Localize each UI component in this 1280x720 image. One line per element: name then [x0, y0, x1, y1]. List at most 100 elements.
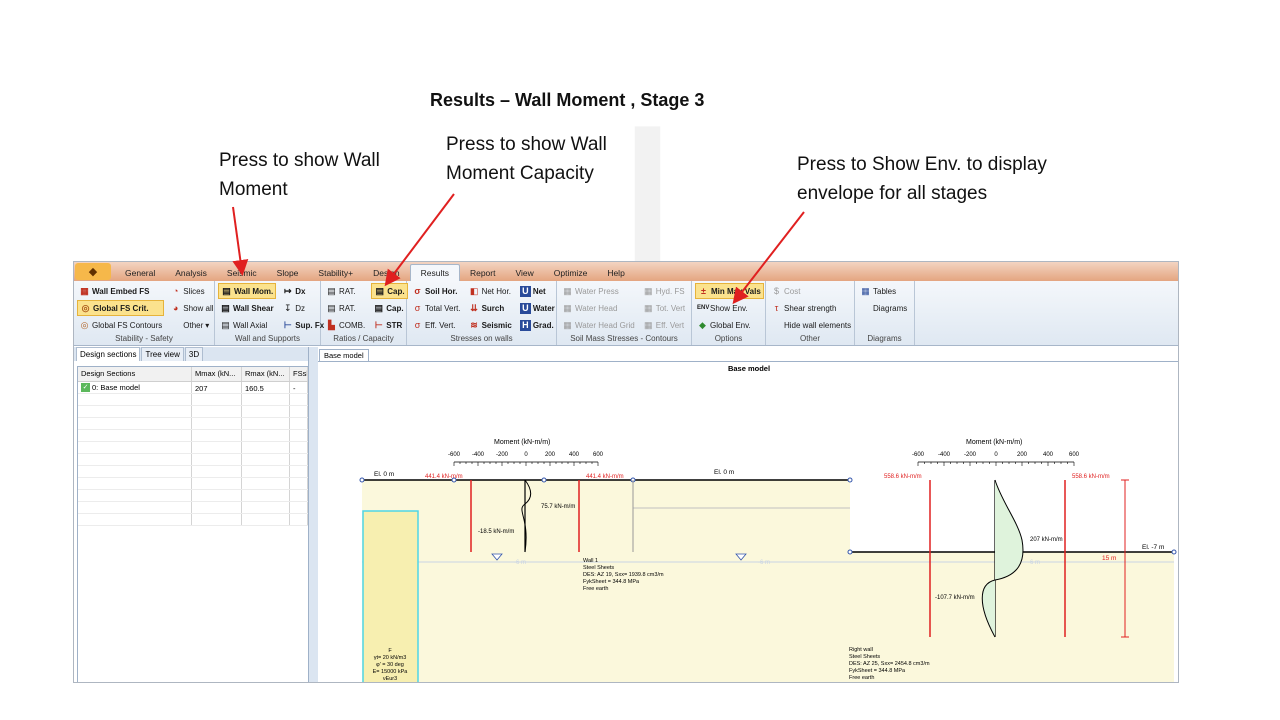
- col-design-sections[interactable]: Design Sections: [78, 367, 192, 381]
- tables-button[interactable]: ▦Tables: [861, 285, 897, 296]
- diagrams-button[interactable]: Diagrams: [873, 303, 908, 313]
- moment-axis-label-left: Moment (kN-m/m): [494, 439, 550, 446]
- sup-fx-button[interactable]: ⊢Sup. Fx: [283, 319, 325, 330]
- surcharge-icon: ⇊: [470, 302, 478, 313]
- node: [359, 477, 365, 483]
- tab-slope[interactable]: Slope: [276, 268, 299, 278]
- min-max-vals-button[interactable]: ±Min Max Vals: [695, 283, 764, 299]
- node: [1171, 549, 1177, 555]
- slices-icon: ◔: [173, 285, 179, 296]
- comb-button[interactable]: ▙COMB.: [324, 317, 367, 333]
- str-button[interactable]: ⊢STR: [374, 319, 403, 330]
- tab-3d[interactable]: 3D: [184, 347, 204, 361]
- hyd-fs-button[interactable]: ▦Hyd. FS: [643, 285, 685, 296]
- tab-help[interactable]: Help: [607, 268, 625, 278]
- tab-view[interactable]: View: [515, 268, 534, 278]
- table-row-empty: [78, 430, 308, 442]
- moment-tick-label: 400: [1043, 452, 1054, 458]
- left-wall-info: Wall 1 Steel Sheets DES: AZ 19, Sxx= 193…: [583, 558, 664, 592]
- moment-tick-label: 600: [1069, 452, 1080, 458]
- tab-design[interactable]: Design: [373, 268, 400, 278]
- net-hor-icon: ◧: [469, 285, 479, 296]
- tab-base-model[interactable]: Base model: [319, 349, 369, 361]
- tab-optimize[interactable]: Optimize: [553, 268, 588, 278]
- tab-general[interactable]: General: [125, 268, 156, 278]
- ratio-button-2[interactable]: ▤RAT.: [327, 302, 356, 313]
- water-head-button[interactable]: ▦Water Head: [563, 302, 618, 313]
- wall-shear-icon: ▤: [221, 302, 230, 313]
- water-press-button[interactable]: ▦Water Press: [563, 285, 619, 296]
- other-dropdown[interactable]: Other▾: [183, 320, 210, 330]
- global-fs-crit-button[interactable]: ◎Global FS Crit.: [77, 300, 165, 316]
- u-icon: U: [519, 285, 531, 297]
- grid-icon: ▦: [643, 319, 653, 330]
- table-row-empty: [78, 466, 308, 478]
- moment-axis-label-right: Moment (kN-m/m): [966, 439, 1022, 446]
- tab-analysis[interactable]: Analysis: [175, 268, 207, 278]
- eff-vert-contour-button[interactable]: ▦Eff. Vert: [643, 319, 685, 330]
- tab-tree-view[interactable]: Tree view: [141, 347, 184, 361]
- table-row-empty: [78, 394, 308, 406]
- str-icon: ⊢: [374, 319, 383, 330]
- ratio-icon: ▤: [327, 302, 336, 313]
- left-elevation-label: El. 0 m: [374, 471, 394, 478]
- tab-design-sections[interactable]: Design sections: [76, 347, 141, 361]
- dx-button[interactable]: ↦Dx: [283, 285, 306, 296]
- svg-text:FykSheet = 344.8 MPa: FykSheet = 344.8 MPa: [849, 668, 906, 674]
- seismic-button[interactable]: ≋Seismic: [470, 319, 512, 330]
- wall-moment-button[interactable]: ▤Wall Mom.: [218, 283, 277, 299]
- table-row[interactable]: ✓0: Base model 207 160.5 -: [78, 382, 308, 394]
- group-stability-safety: ▦Wall Embed FS ◎Global FS Crit. ◎Global …: [74, 281, 215, 345]
- depth-label: 15 m: [1102, 555, 1116, 562]
- table-row-empty: [78, 490, 308, 502]
- right-water-label: -6 m: [1028, 560, 1040, 566]
- panel-splitter[interactable]: [308, 347, 318, 682]
- model-view[interactable]: Base model Moment (kN-m/m): [318, 361, 1178, 682]
- svg-text:Wall 1: Wall 1: [583, 558, 598, 564]
- slide-title: Results – Wall Moment , Stage 3: [430, 90, 705, 110]
- wall-axial-button[interactable]: ▤Wall Axial: [221, 319, 268, 330]
- water-head-grid-button[interactable]: ▦Water Head Grid: [563, 319, 635, 330]
- capacity-button-1[interactable]: ▤Cap.: [371, 283, 408, 299]
- global-env-button[interactable]: ◆Global Env.: [695, 317, 764, 333]
- global-fs-contours-button[interactable]: ◎Global FS Contours: [80, 319, 163, 330]
- net-hor-button[interactable]: ◧Net Hor.: [469, 285, 511, 296]
- svg-text:Steel Sheets: Steel Sheets: [849, 654, 880, 660]
- tab-stability-plus[interactable]: Stability+: [318, 268, 354, 278]
- group-soil-mass-stresses: ▦Water Press ▦Water Head ▦Water Head Gri…: [557, 281, 692, 345]
- tab-report[interactable]: Report: [469, 268, 496, 278]
- show-all-button[interactable]: ◕Show all: [168, 300, 215, 316]
- seismic-icon: ≋: [470, 319, 478, 330]
- col-mmax[interactable]: Mmax (kN...: [192, 367, 242, 381]
- svg-text:Free earth: Free earth: [849, 675, 874, 681]
- tot-vert-button[interactable]: ▦Tot. Vert: [643, 302, 686, 313]
- col-rmax[interactable]: Rmax (kN...: [242, 367, 290, 381]
- svg-text:FykSheet = 344.8 MPa: FykSheet = 344.8 MPa: [583, 579, 640, 585]
- tab-results[interactable]: Results: [409, 264, 460, 281]
- app-window: ◆ General Analysis Seismic Slope Stabili…: [73, 261, 1179, 683]
- dz-button[interactable]: ↧Dz: [283, 302, 306, 313]
- col-fsk[interactable]: FSsk: [290, 367, 308, 381]
- fs-icon: ▦: [80, 285, 89, 296]
- slices-button[interactable]: ◔Slices: [168, 283, 215, 299]
- moment-tick-label: 0: [524, 452, 528, 458]
- moment-tick-label: 200: [1017, 452, 1028, 458]
- capacity-button-2[interactable]: ▤Cap.: [374, 302, 404, 313]
- tab-seismic[interactable]: Seismic: [226, 268, 257, 278]
- hide-wall-elements-button[interactable]: Hide wall elements: [784, 320, 852, 330]
- wall-embed-fs-button[interactable]: ▦Wall Embed FS: [80, 285, 150, 296]
- wall-shear-button[interactable]: ▤Wall Shear: [221, 302, 274, 313]
- surch-button[interactable]: ⇊Surch: [470, 302, 505, 313]
- cost-button[interactable]: $Cost: [769, 283, 853, 299]
- app-logo-icon[interactable]: ◆: [75, 263, 111, 280]
- ratio-button-1[interactable]: ▤RAT.: [327, 285, 356, 296]
